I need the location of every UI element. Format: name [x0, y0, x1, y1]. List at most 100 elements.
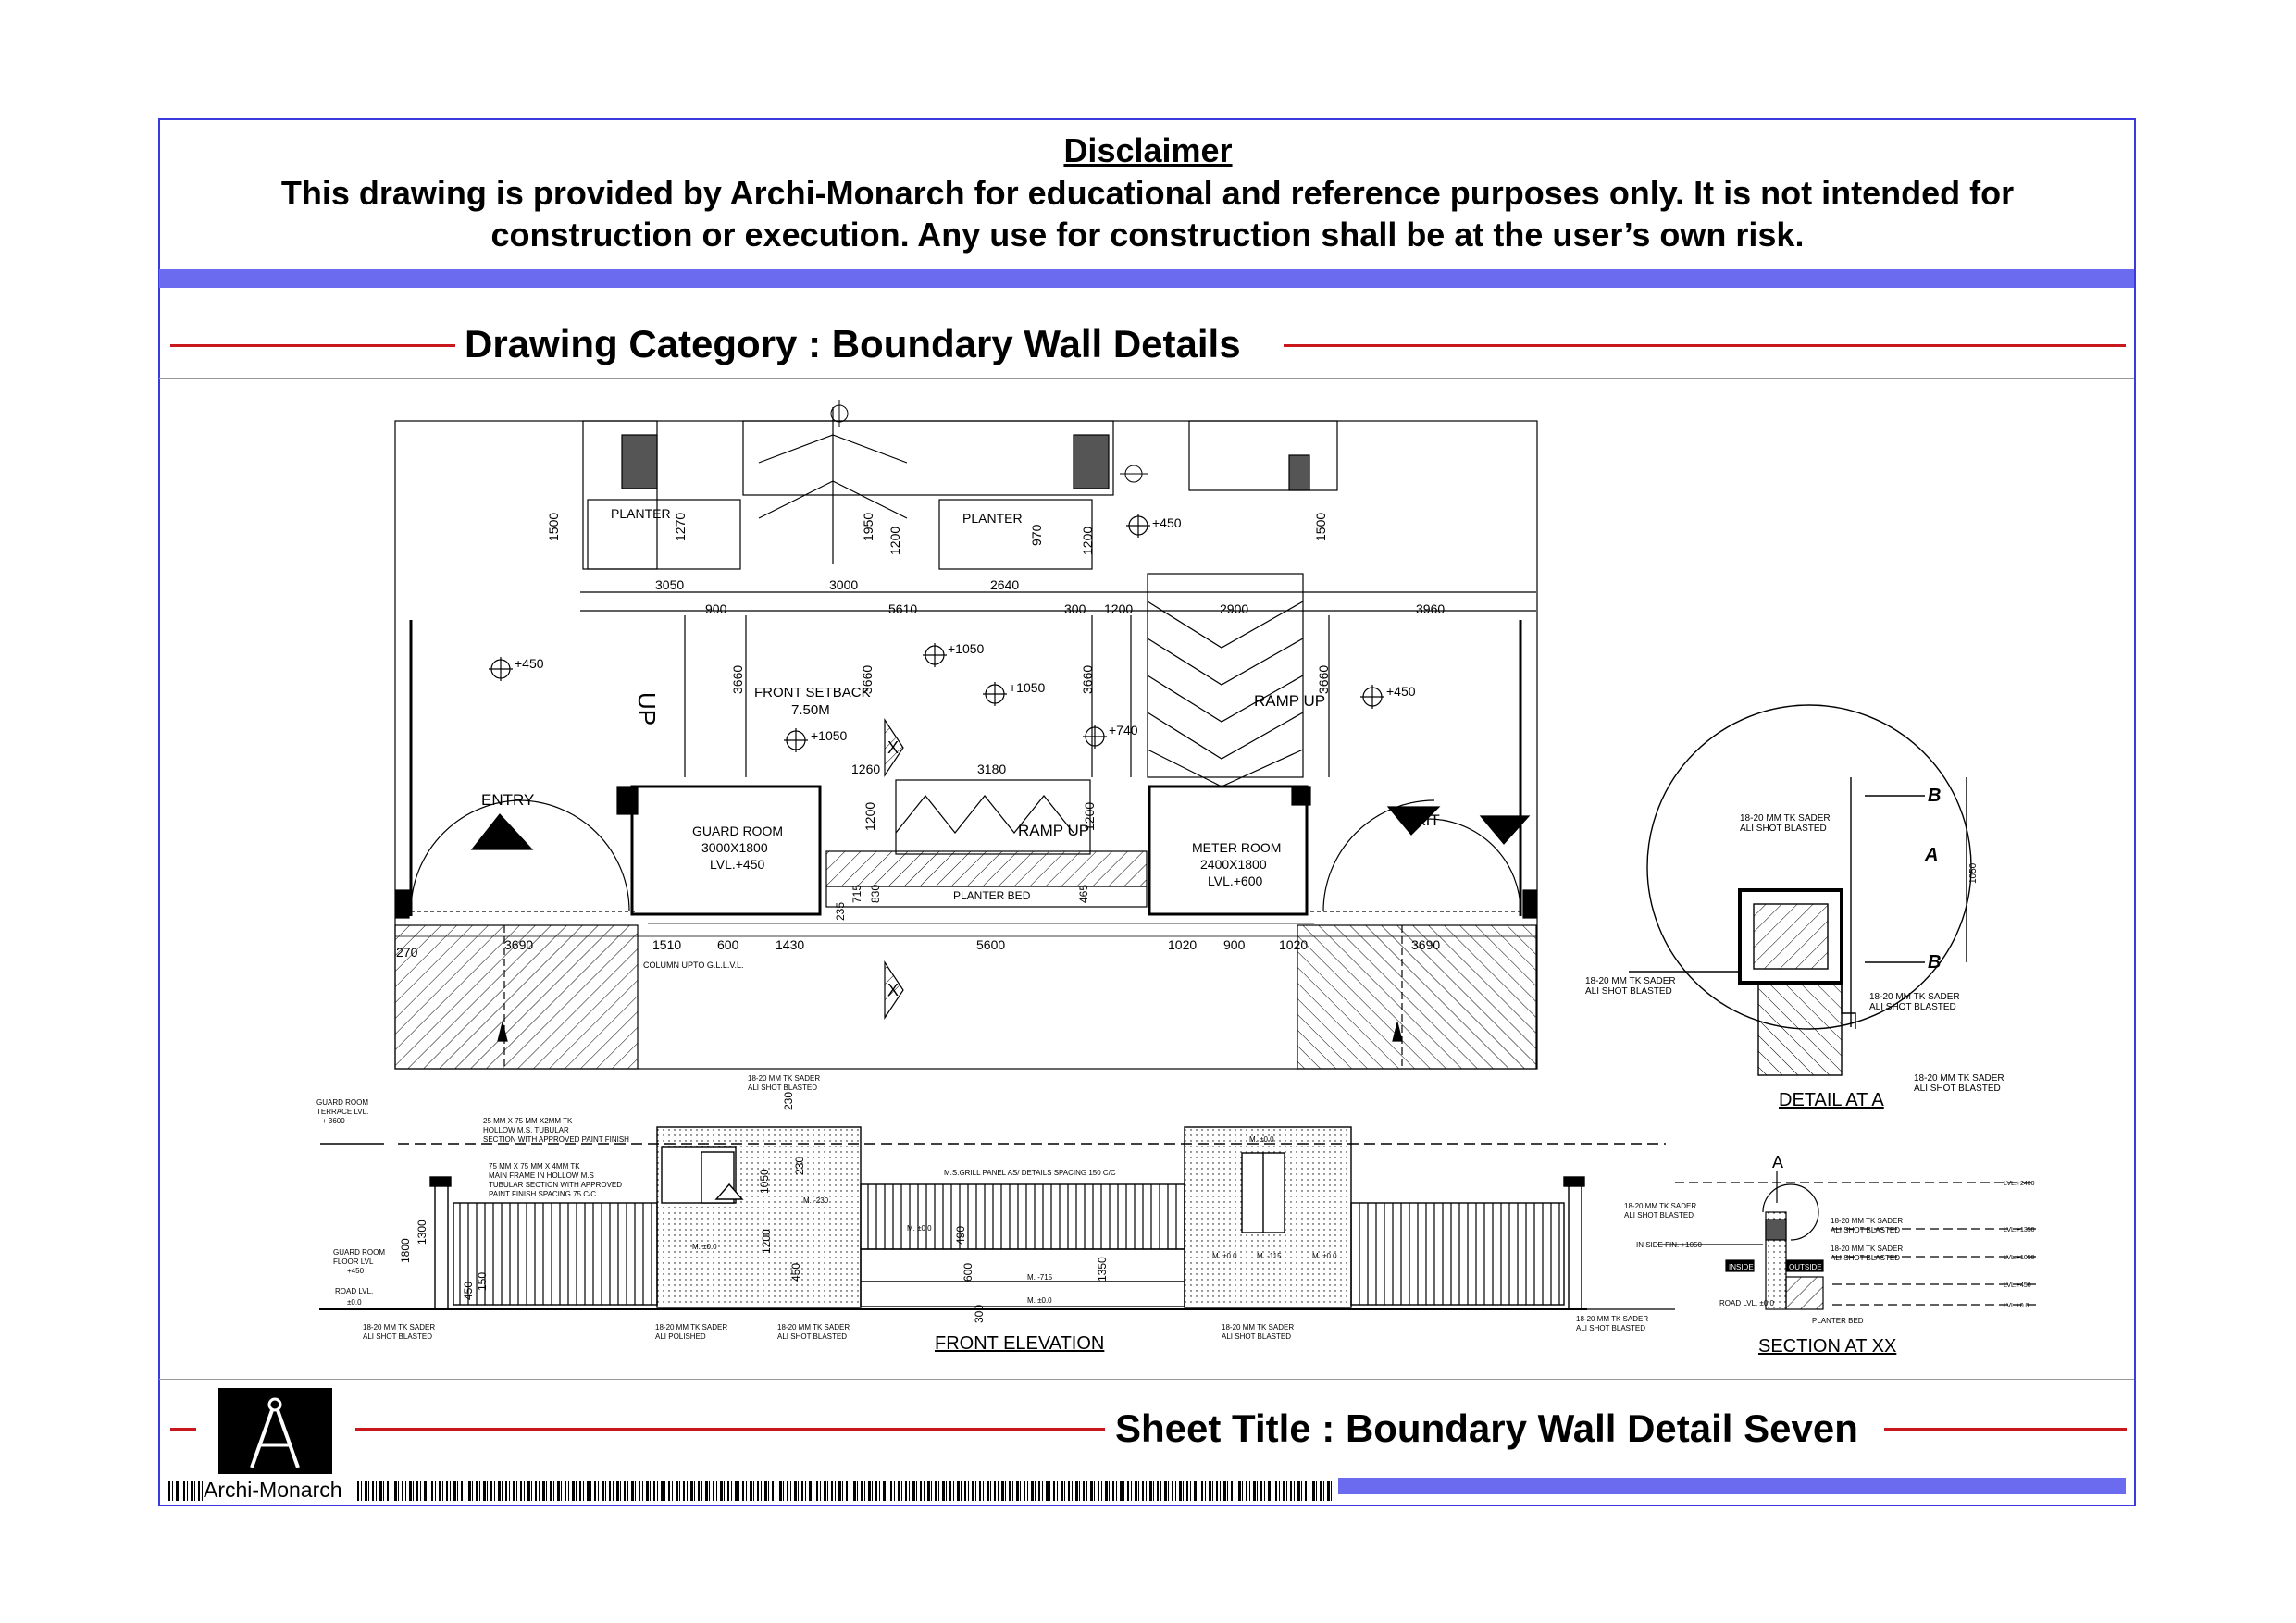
label-meter-lvl: LVL.+600 [1208, 873, 1263, 888]
elev-guard-terrace-2: TERRACE LVL. [316, 1108, 368, 1116]
dim-1260: 1260 [851, 762, 880, 776]
level-marker-icon [489, 514, 1384, 752]
elevation-title: FRONT ELEVATION [935, 1333, 1104, 1354]
elev-road-lvl: ROAD LVL. [335, 1287, 373, 1295]
elev-note-sader-c: 18-20 MM TK SADER [777, 1323, 850, 1332]
elev-note-frame-4: PAINT FINISH SPACING 75 C/C [489, 1190, 596, 1198]
vdim-17: 465 [1077, 885, 1090, 903]
section-xx-note-3b: ALI SHOT BLASTED [1831, 1254, 1900, 1262]
elev-guard-floor: GUARD ROOM [333, 1248, 385, 1257]
detail-a-note-3b: ALI SHOT BLASTED [1869, 1002, 1956, 1012]
category-divider [159, 378, 2134, 379]
elev-note-sader-top-2: ALI SHOT BLASTED [748, 1084, 817, 1092]
label-guard-room: GUARD ROOM [692, 824, 783, 838]
section-xx-note-4b: ALI SHOT BLASTED [1576, 1324, 1645, 1332]
disclaimer-line-1: This drawing is provided by Archi-Monarc… [280, 174, 2015, 212]
label-ramp-up-right: RAMP UP [1254, 692, 1325, 710]
dim-mid-4: 1200 [1104, 601, 1133, 616]
vdim-15: 830 [869, 885, 882, 903]
detail-a-note-4b: ALI SHOT BLASTED [1914, 1084, 2001, 1094]
elev-dim-7: 600 [962, 1263, 974, 1282]
detail-a-mark-b-top: B [1928, 786, 1941, 806]
label-guard-lvl: LVL.+450 [710, 857, 765, 872]
sheet-rule-right [1884, 1428, 2127, 1431]
elev-dim-13: 150 [476, 1272, 489, 1291]
label-ramp-up-mid: RAMP UP [1018, 822, 1089, 839]
detail-a-note-1b: ALI SHOT BLASTED [1740, 824, 1827, 834]
section-mark-bottom: X [887, 981, 899, 999]
elev-guard-floor-3: +450 [347, 1267, 365, 1275]
elev-note-frame-3: TUBULAR SECTION WITH APPROVED [489, 1181, 622, 1189]
label-column-note: COLUMN UPTO G.L.L.V.L. [643, 960, 744, 970]
section-xx-fin-lvl: IN SIDE FIN. +1050 [1636, 1241, 1702, 1249]
level-3: +1050 [1009, 680, 1046, 695]
elev-note-frame-2: MAIN FRAME IN HOLLOW M.S [489, 1171, 594, 1180]
vdim-16: 235 [834, 902, 847, 921]
dim-bot-5: 1430 [776, 937, 804, 952]
level-7: +450 [1386, 684, 1416, 699]
north-arrow-icon [830, 400, 1148, 483]
detail-a-title: DETAIL AT A [1779, 1090, 1884, 1110]
elev-dim-5: 450 [789, 1263, 802, 1282]
section-xx-mark: A [1772, 1153, 1783, 1171]
level-4: +1050 [811, 728, 848, 743]
elev-guard-terrace-3: + 3600 [322, 1117, 345, 1125]
elev-note-sader-d-2: ALI SHOT BLASTED [1222, 1332, 1291, 1341]
elev-level-1: M. ±0.0 [692, 1243, 717, 1251]
dim-top-1: 3050 [655, 577, 684, 592]
vdim-12: 1200 [863, 802, 877, 831]
section-at-xx [1564, 1171, 2036, 1310]
detail-a-labels: B A B 1050 18-20 MM TK SADER ALI SHOT BL… [1585, 786, 2004, 1110]
sheet-title: Sheet Title : Boundary Wall Detail Seven [1115, 1406, 1858, 1450]
elev-dim-9: 300 [973, 1305, 986, 1323]
elev-dim-2: 1050 [758, 1169, 771, 1194]
elev-dim-10: 1800 [399, 1238, 412, 1263]
elev-level-7: M. -115 [1257, 1252, 1282, 1260]
section-xx-lvl-2: LVL.+1350 [2004, 1227, 2035, 1233]
disclaimer-text: This drawing is provided by Archi-Monarc… [204, 172, 2091, 255]
level-1: +450 [515, 656, 544, 671]
header-band [159, 269, 2134, 288]
label-planter-right: PLANTER [962, 511, 1023, 526]
footer-divider [159, 1379, 2134, 1380]
section-xx-note-3: 18-20 MM TK SADER [1831, 1245, 1903, 1253]
dim-bot-6: 5600 [976, 937, 1005, 952]
dim-bot-4: 600 [717, 937, 739, 952]
section-xx-lvl-3: LVL.+1050 [2004, 1255, 2035, 1261]
front-elevation [319, 1126, 1666, 1310]
section-xx-note-1: 18-20 MM TK SADER [1624, 1202, 1696, 1210]
detail-a-dim: 1050 [1968, 862, 1979, 884]
detail-a-note-2b: ALI SHOT BLASTED [1585, 986, 1672, 997]
detail-a-note-2: 18-20 MM TK SADER [1585, 976, 1676, 986]
label-meter-size: 2400X1800 [1200, 857, 1267, 872]
dim-top-2: 3000 [829, 577, 858, 592]
level-6: +450 [1152, 515, 1182, 530]
barcode-left [168, 1481, 204, 1501]
elev-note-grill: M.S.GRILL PANEL AS/ DETAILS SPACING 150 … [944, 1169, 1116, 1177]
vdim-5: 970 [1029, 524, 1044, 546]
detail-a-mark-b-bottom: B [1928, 952, 1941, 973]
dim-3180: 3180 [977, 762, 1006, 776]
dim-bot-3: 1510 [652, 937, 681, 952]
label-meter-room: METER ROOM [1192, 840, 1281, 855]
dim-mid-6: 3960 [1416, 601, 1445, 616]
sheet-rule-left [355, 1428, 1105, 1431]
vdim-11: 3660 [1316, 665, 1331, 694]
section-mark-top: X [887, 738, 899, 757]
elev-dim-8: 1350 [1096, 1257, 1109, 1282]
label-up: UP [633, 692, 661, 725]
section-xx-note-4: 18-20 MM TK SADER [1576, 1315, 1648, 1323]
elevation-labels: GUARD ROOM TERRACE LVL. + 3600 25 MM X 7… [316, 1074, 1337, 1354]
elev-note-tubular-3: SECTION WITH APPROVED PAINT FINISH [483, 1135, 629, 1144]
sheet-rule-left-short [170, 1428, 196, 1431]
vdim-6: 1200 [1080, 527, 1095, 555]
sheet-frame [158, 118, 2136, 1506]
elev-level-8: M. ±0.0 [1312, 1252, 1337, 1260]
elev-note-sader-a-2: ALI SHOT BLASTED [363, 1332, 432, 1341]
dim-top-3: 2640 [990, 577, 1019, 592]
section-xx-note-2: 18-20 MM TK SADER [1831, 1217, 1903, 1225]
elev-dim-12: 450 [462, 1282, 475, 1300]
vdim-9: 3660 [860, 665, 875, 694]
vdim-1: 1500 [546, 513, 561, 541]
elev-note-sader-b: 18-20 MM TK SADER [655, 1323, 727, 1332]
